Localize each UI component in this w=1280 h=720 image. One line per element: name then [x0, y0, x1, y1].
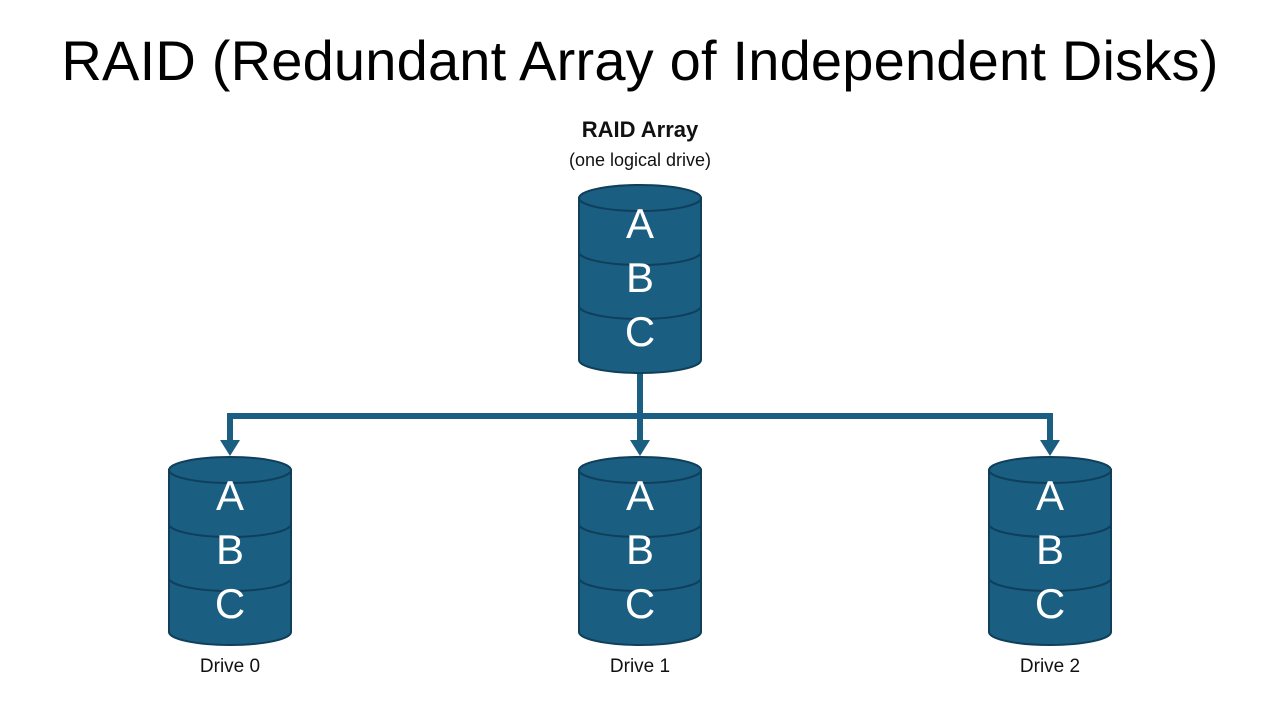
segment-label: B: [1036, 526, 1064, 573]
arrowhead-1: [630, 440, 650, 456]
drive-1-label: Drive 1: [609, 656, 671, 677]
drive-2-label: Drive 2: [1019, 656, 1081, 677]
drive-2-cylinder: ABC: [988, 456, 1112, 646]
segment-divider: [168, 577, 292, 592]
segment-divider: [578, 523, 702, 538]
raid-array-cylinder: ABC: [578, 184, 702, 374]
drive-0-label: Drive 0: [199, 656, 261, 677]
arrowhead-0: [220, 440, 240, 456]
drive-1-cylinder: ABC: [578, 456, 702, 646]
cylinder-top: [988, 456, 1112, 484]
segment-label: C: [215, 580, 245, 627]
segment-label: A: [626, 472, 654, 519]
segment-label: A: [626, 200, 654, 247]
cylinder-top: [168, 456, 292, 484]
connector-lines: [220, 370, 1060, 456]
segment-divider: [578, 305, 702, 320]
segment-divider: [578, 577, 702, 592]
segment-label: B: [626, 526, 654, 573]
segment-label: C: [1035, 580, 1065, 627]
segment-label: B: [626, 254, 654, 301]
segment-divider: [168, 523, 292, 538]
arrowhead-2: [1040, 440, 1060, 456]
cylinder-body: [988, 469, 1112, 646]
page-title: RAID (Redundant Array of Independent Dis…: [61, 29, 1219, 92]
segment-label: C: [625, 308, 655, 355]
segment-label: B: [216, 526, 244, 573]
segment-label: A: [1036, 472, 1064, 519]
segment-divider: [988, 577, 1112, 592]
cylinder-top: [578, 184, 702, 212]
segment-label: C: [625, 580, 655, 627]
drive-0-cylinder: ABC: [168, 456, 292, 646]
segment-divider: [988, 523, 1112, 538]
raid-array-label: RAID Array: [581, 117, 699, 142]
cylinder-body: [168, 469, 292, 646]
cylinder-top: [578, 456, 702, 484]
segment-divider: [578, 251, 702, 266]
raid-array-sublabel: (one logical drive): [568, 150, 712, 170]
cylinder-body: [578, 197, 702, 374]
segment-label: A: [216, 472, 244, 519]
cylinder-body: [578, 469, 702, 646]
